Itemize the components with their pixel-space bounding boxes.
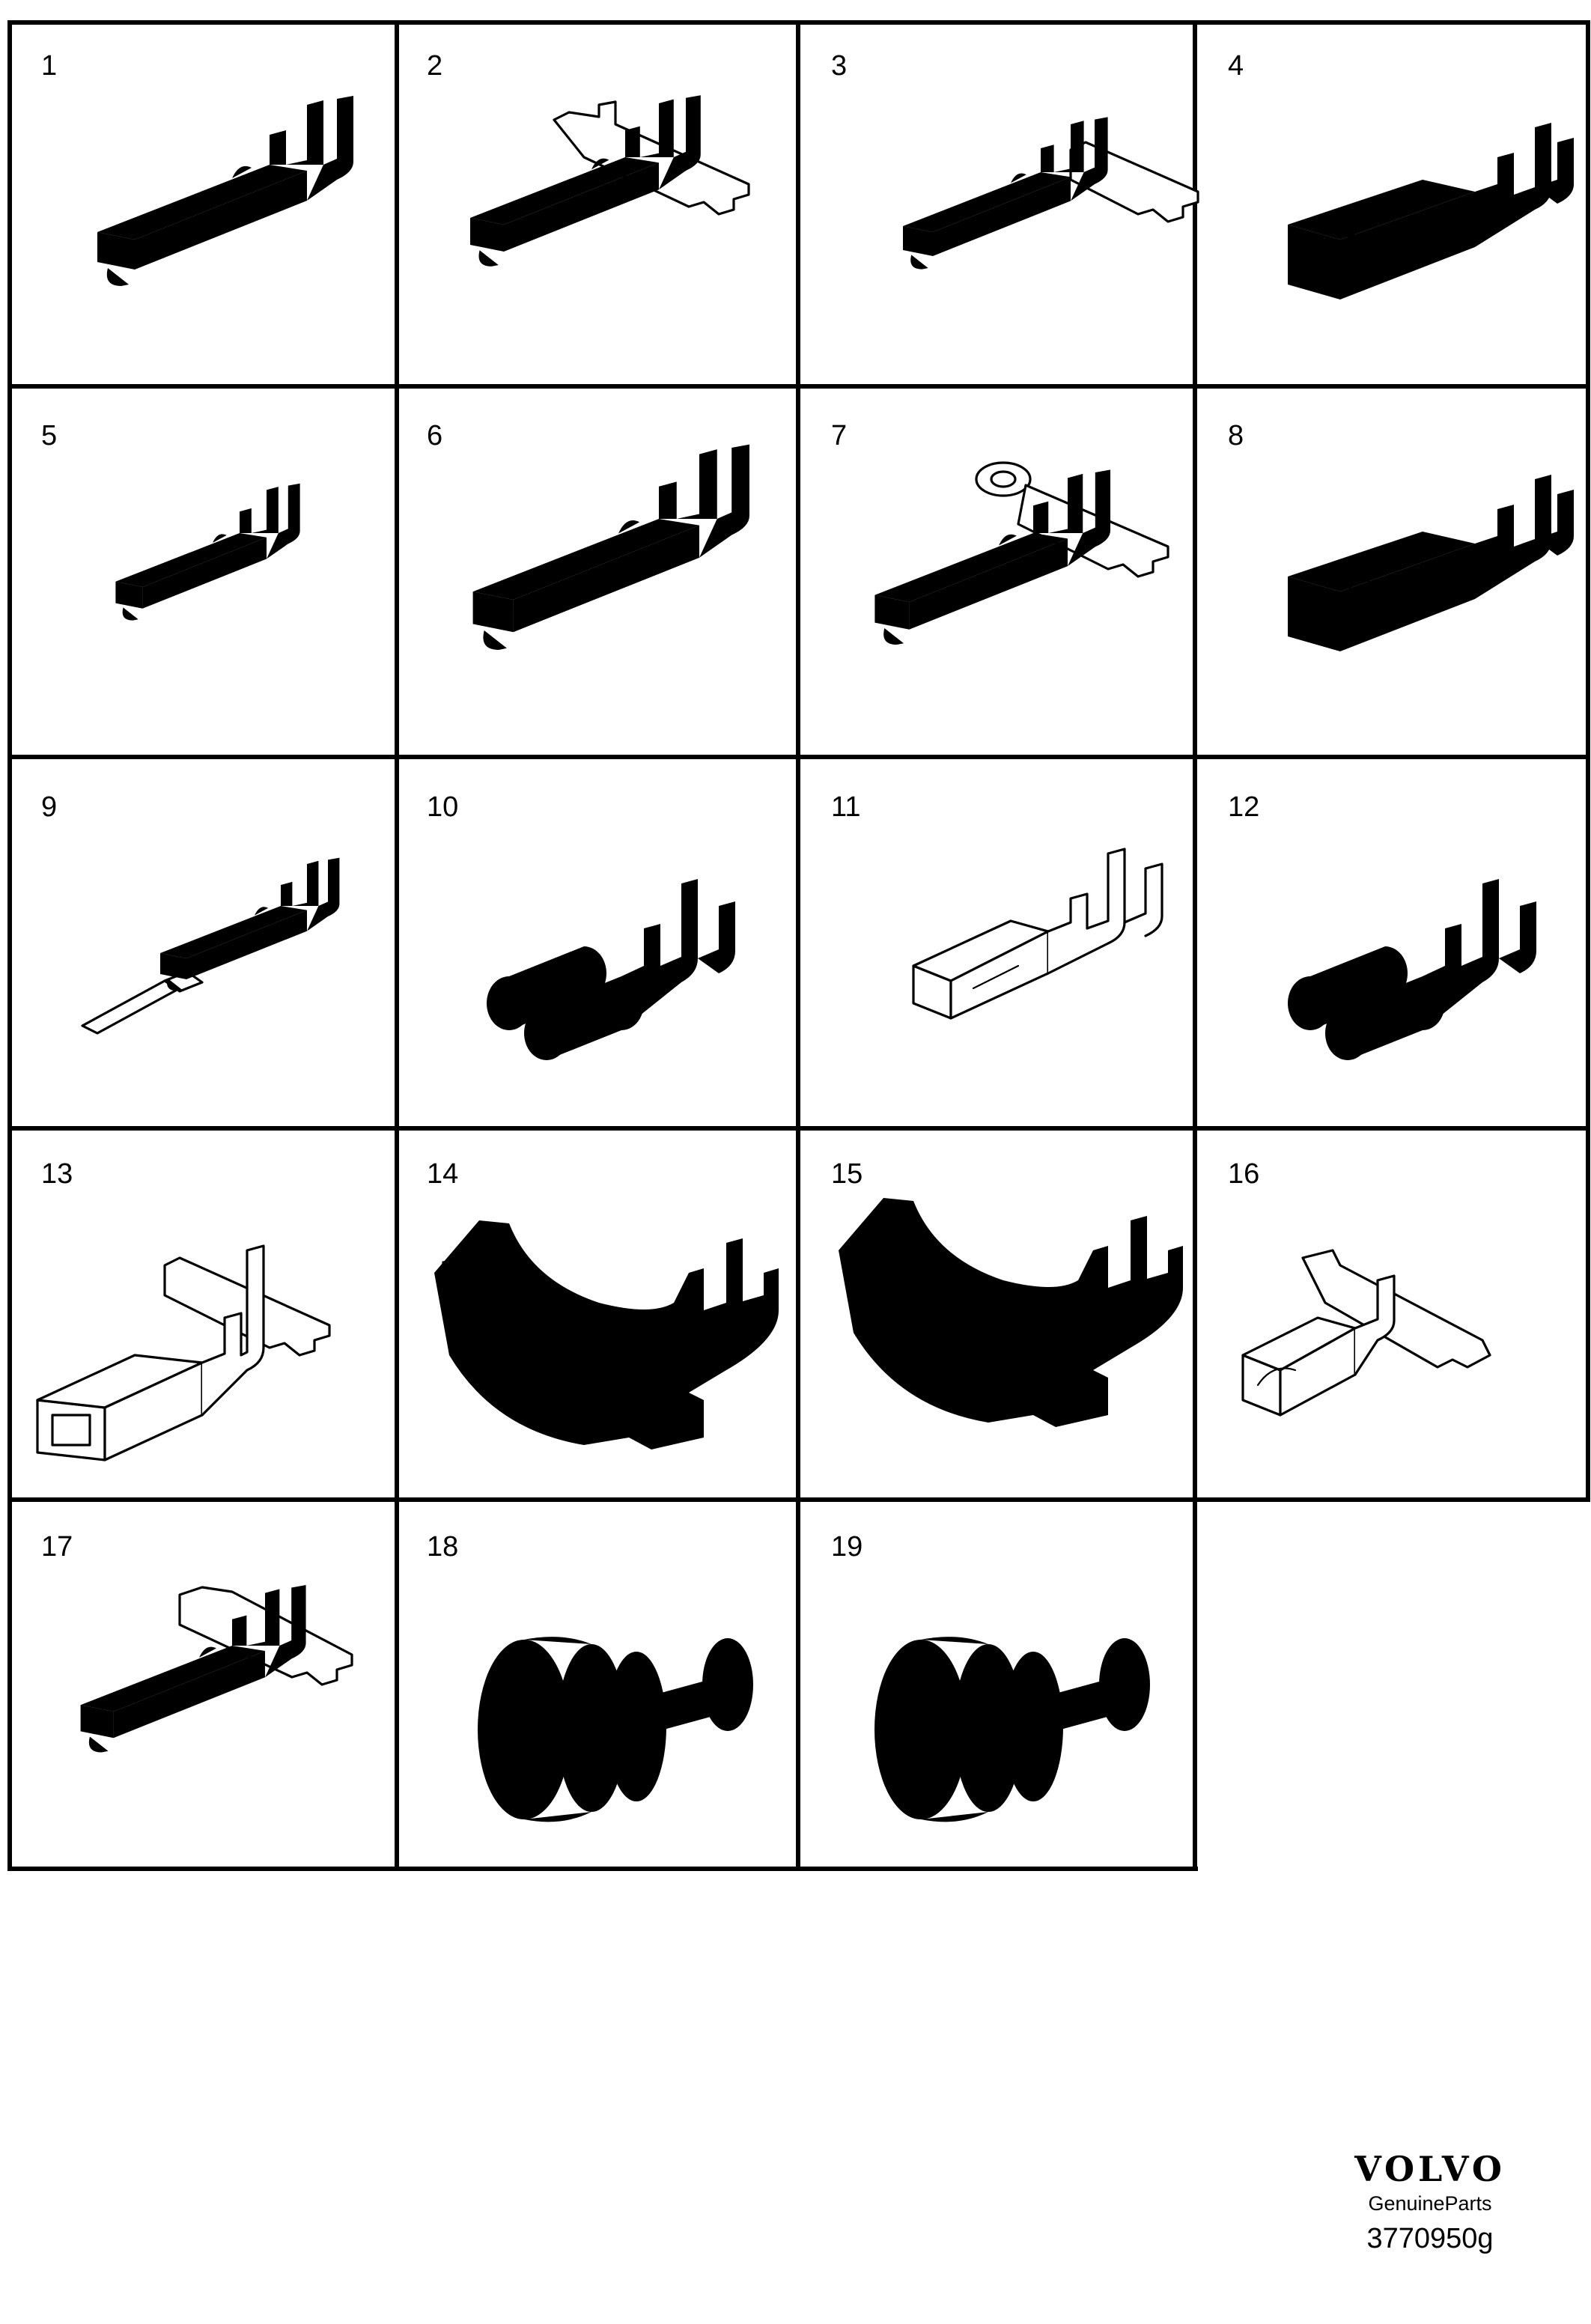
- cell-label-16: 16: [1228, 1158, 1259, 1190]
- cell-label-19: 19: [831, 1531, 863, 1563]
- cell-label-3: 3: [831, 50, 847, 82]
- volvo-logo: VOLVO: [1354, 2149, 1506, 2189]
- part-3-terminal-socket-small-carrier: [903, 117, 1199, 270]
- part-10-terminal-flat-receptacle: [487, 879, 735, 1060]
- part-5-terminal-socket-small: [115, 483, 300, 621]
- part-7-terminal-socket-ring-carrier: [874, 461, 1169, 645]
- cell-label-6: 6: [427, 420, 442, 451]
- cell-label-5: 5: [41, 420, 57, 451]
- part-12-terminal-flat-receptacle: [1288, 879, 1536, 1060]
- grid: [7, 20, 1590, 1871]
- part-13-terminal-box-large-carrier: [36, 1244, 331, 1461]
- part-17-terminal-socket-carrier: [80, 1585, 353, 1753]
- cell-label-9: 9: [41, 791, 57, 823]
- cell-label-12: 12: [1228, 791, 1259, 823]
- brand-block: VOLVO GenuineParts 3770950g: [1303, 2149, 1557, 2255]
- cell-label-2: 2: [427, 50, 442, 82]
- cell-label-18: 18: [427, 1531, 458, 1563]
- illustration-code: 3770950g: [1366, 2223, 1494, 2254]
- part-15-ground-terminal-plate-square: [839, 1198, 1183, 1427]
- cell-label-11: 11: [831, 791, 860, 823]
- cell-label-8: 8: [1228, 420, 1244, 451]
- part-11-terminal-flat-receptacle-latch: [912, 848, 1163, 1020]
- part-2-terminal-socket-carrier: [470, 95, 750, 267]
- part-18-wire-seal: [478, 1637, 753, 1822]
- cell-label-15: 15: [831, 1158, 863, 1190]
- cell-label-1: 1: [41, 50, 57, 82]
- part-4-terminal-box-spring: [1288, 123, 1574, 299]
- cell-label-17: 17: [41, 1531, 73, 1563]
- cell-label-7: 7: [831, 420, 847, 451]
- part-1-terminal-socket: [97, 96, 353, 286]
- cell-label-4: 4: [1228, 50, 1244, 82]
- part-8-terminal-box-hole: [1288, 475, 1574, 651]
- part-14-ground-terminal-plate: [434, 1220, 779, 1450]
- part-6-terminal-socket: [472, 444, 749, 650]
- part-9-terminal-pin: [81, 857, 340, 1035]
- cell-labels: 1 2 3 4 5 6 7 8 9 10 11 12 13 14 15 16 1…: [41, 50, 1259, 1563]
- cell-label-10: 10: [427, 791, 458, 823]
- part-16-terminal-open-carrier: [1241, 1249, 1491, 1417]
- brand-subtitle: GenuineParts: [1368, 2192, 1492, 2215]
- cell-label-14: 14: [427, 1158, 458, 1190]
- cell-label-13: 13: [41, 1158, 73, 1190]
- part-19-wire-seal: [874, 1637, 1150, 1822]
